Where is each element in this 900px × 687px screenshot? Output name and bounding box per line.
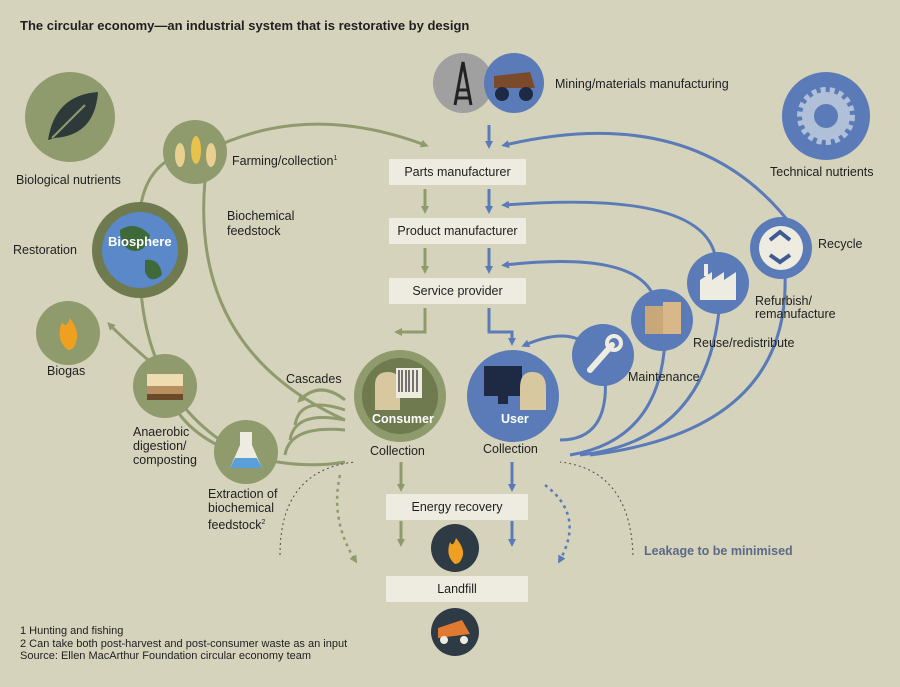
biochemical-label-1: Biochemical — [227, 209, 295, 223]
anaerobic-label-3: composting — [133, 453, 197, 467]
maintenance-label: Maintenance — [628, 370, 700, 384]
biological-nutrients-label: Biological nutrients — [16, 173, 121, 187]
source-note: Source: Ellen MacArthur Foundation circu… — [20, 650, 312, 662]
leakage-label: Leakage to be minimised — [644, 544, 793, 558]
bio-inner-loop — [202, 179, 346, 422]
cascade-4 — [283, 427, 346, 456]
user-icon — [467, 350, 559, 442]
cascades-label: Cascades — [286, 372, 342, 386]
footnote-2: 2 Can take both post-harvest and post-co… — [20, 637, 348, 650]
bio-collection-label: Collection — [370, 444, 425, 458]
technical-nutrients-label: Technical nutrients — [770, 165, 874, 179]
tech-refurbish-down — [579, 299, 722, 457]
farming-label: Farming/collection1 — [232, 151, 337, 169]
compost-icon — [133, 354, 197, 418]
biochemical-label-2: feedstock — [227, 224, 281, 238]
mining-truck-icon — [484, 53, 544, 113]
bio-farming-to-parts-arrow — [204, 122, 429, 154]
restoration-label: Restoration — [13, 243, 77, 257]
gear-icon — [782, 72, 870, 160]
tech-collection-label: Collection — [483, 442, 538, 456]
leakage-left-arrow — [335, 474, 358, 564]
energy-recovery-box: Energy recovery — [386, 494, 528, 520]
footnote-1: 1 Hunting and fishing — [20, 625, 124, 637]
tech-maintenance-down — [559, 374, 607, 442]
tech-reuse-down — [569, 339, 667, 457]
product-manufacturer-box: Product manufacturer — [389, 218, 526, 244]
flask-icon — [214, 420, 278, 484]
biogas-label: Biogas — [47, 364, 86, 378]
cascade-2 — [293, 403, 346, 426]
mining-label: Mining/materials manufacturing — [555, 77, 729, 91]
extraction-label-2: biochemical — [208, 501, 275, 515]
biosphere-label: Biosphere — [108, 234, 172, 249]
wrench-icon — [572, 324, 634, 386]
biological-flows — [107, 122, 429, 547]
extraction-label-3-text: feedstock — [208, 518, 262, 533]
refurbish-label-1: Refurbish/ — [755, 294, 812, 308]
anaerobic-label-2: digestion/ — [133, 439, 187, 453]
extraction-label-3: feedstock2 — [208, 515, 265, 533]
landfill-box: Landfill — [386, 576, 528, 602]
parts-manufacturer-box: Parts manufacturer — [389, 159, 526, 185]
tech-refurbish-loop — [501, 200, 717, 256]
farming-label-text: Farming/collection — [232, 154, 334, 169]
tech-reuse-loop — [501, 260, 657, 301]
factory-icon — [687, 252, 749, 314]
extraction-label-1: Extraction of — [208, 487, 278, 501]
bio-service-to-consumer — [394, 308, 427, 336]
globe-icon — [92, 202, 188, 298]
leakage-left — [279, 461, 356, 556]
tech-maintenance-loop — [521, 334, 581, 348]
cascade-1 — [297, 388, 346, 403]
boxes-icon — [631, 289, 693, 351]
leakage-right — [559, 461, 634, 556]
reuse-label: Reuse/redistribute — [693, 336, 795, 350]
flame-icon — [36, 301, 100, 365]
page-title: The circular economy—an industrial syste… — [20, 18, 470, 33]
cascade-3 — [288, 416, 346, 441]
service-provider-box: Service provider — [389, 278, 526, 304]
leakage-right-arrow — [544, 484, 571, 564]
tech-service-to-user — [487, 308, 516, 346]
anaerobic-label-1: Anaerobic — [133, 425, 190, 439]
tech-recycle-down — [589, 274, 787, 457]
user-label: User — [501, 412, 529, 426]
wheat-fish-icon — [163, 120, 227, 184]
oil-rig-icon — [433, 53, 493, 113]
leaf-icon — [25, 72, 115, 162]
consumer-label: Consumer — [372, 412, 434, 426]
consumer-icon — [354, 350, 446, 442]
dump-truck-icon — [431, 608, 479, 656]
refurbish-label-2: remanufacture — [755, 307, 836, 321]
tech-recycle-loop — [501, 131, 797, 231]
recycle-label: Recycle — [818, 237, 863, 251]
technical-flows — [485, 125, 797, 547]
farming-footnote-mark: 1 — [333, 155, 338, 162]
extraction-footnote-mark: 2 — [261, 519, 266, 526]
footnotes: 1 Hunting and fishing 2 Can take both po… — [20, 625, 347, 663]
recycle-icon — [750, 217, 812, 279]
energy-flame-icon — [431, 524, 479, 572]
